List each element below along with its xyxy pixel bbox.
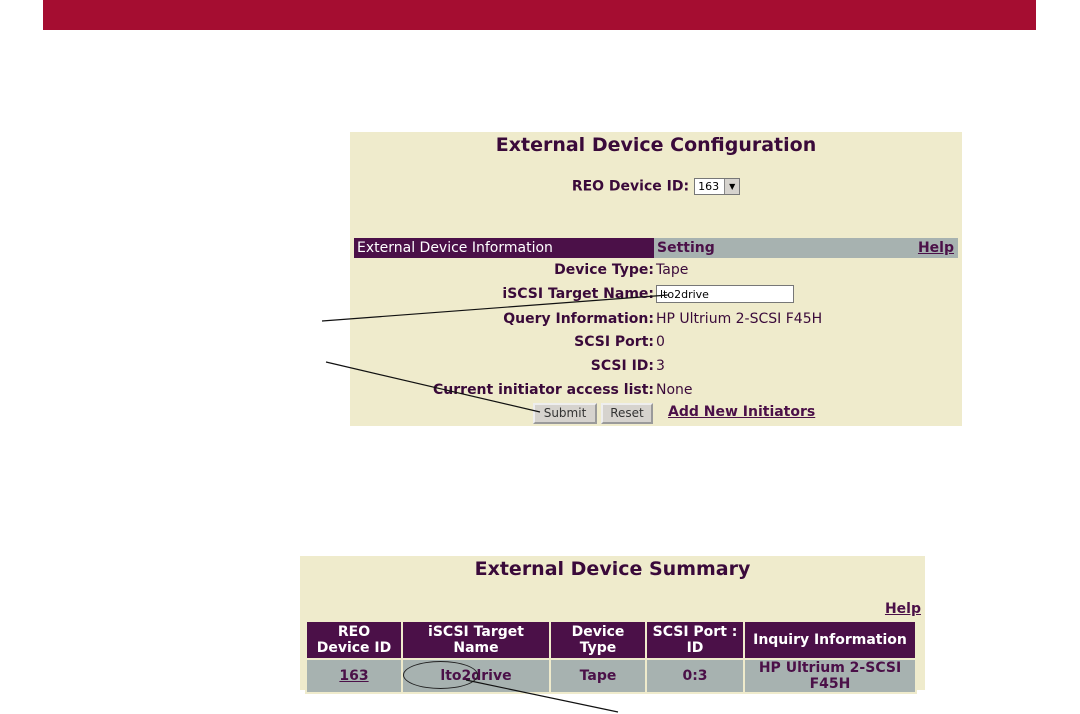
reo-device-id-link[interactable]: 163	[307, 660, 401, 692]
query-label: Query Information:	[503, 311, 654, 327]
chevron-down-icon[interactable]: ▼	[724, 179, 740, 194]
device-id-row: REO Device ID: 163 ▼	[350, 176, 962, 196]
config-title: External Device Configuration	[495, 134, 817, 156]
scsi-id-row: SCSI ID: 3	[350, 355, 962, 377]
scsi-port-value: 0	[656, 334, 665, 350]
device-type-cell: Tape	[551, 660, 645, 692]
add-new-initiators-link[interactable]: Add New Initiators	[668, 404, 816, 420]
setting-header-label: Setting	[657, 240, 715, 256]
external-device-summary-panel: External Device Summary Help REO Device …	[300, 556, 925, 694]
device-id-select[interactable]: 163 ▼	[694, 178, 741, 195]
col-reo-device-id: REO Device ID	[307, 622, 401, 658]
device-id-value: 163	[698, 180, 720, 193]
inquiry-info-cell: HP Ultrium 2-SCSI F45H	[745, 660, 915, 692]
device-type-label: Device Type:	[554, 262, 654, 278]
info-header: External Device Information	[354, 238, 654, 258]
table-row: 163 lto2drive Tape 0:3 HP Ultrium 2-SCSI…	[307, 660, 915, 692]
target-name-input[interactable]	[656, 285, 794, 303]
setting-header: Setting Help	[654, 238, 958, 258]
target-name-row: iSCSI Target Name:	[350, 283, 962, 305]
access-list-value: None	[656, 382, 693, 398]
external-device-configuration-panel: External Device Configuration REO Device…	[350, 132, 962, 426]
col-device-type: Device Type	[551, 622, 645, 658]
config-help-link[interactable]: Help	[917, 240, 954, 256]
col-target-name: iSCSI Target Name	[403, 622, 549, 658]
col-inquiry-information: Inquiry Information	[745, 622, 915, 658]
col-scsi-port-id: SCSI Port : ID	[647, 622, 743, 658]
reset-button[interactable]: Reset	[601, 403, 653, 424]
top-banner	[43, 0, 1036, 30]
submit-button[interactable]: Submit	[533, 403, 597, 424]
query-value: HP Ultrium 2-SCSI F45H	[656, 311, 823, 327]
summary-help-link[interactable]: Help	[884, 601, 921, 617]
summary-header-row: REO Device ID iSCSI Target Name Device T…	[307, 622, 915, 658]
action-row: Submit Reset Add New Initiators	[350, 402, 962, 426]
target-name-label: iSCSI Target Name:	[502, 286, 654, 302]
scsi-id-value: 3	[656, 358, 665, 374]
access-list-row: Current initiator access list: None	[350, 379, 962, 401]
device-type-row: Device Type: Tape	[350, 259, 962, 281]
scsi-port-row: SCSI Port: 0	[350, 331, 962, 353]
query-row: Query Information: HP Ultrium 2-SCSI F45…	[350, 308, 962, 330]
info-header-bar: External Device Information Setting Help	[354, 238, 958, 258]
scsi-port-id-cell: 0:3	[647, 660, 743, 692]
device-type-value: Tape	[656, 262, 689, 278]
scsi-id-label: SCSI ID:	[590, 358, 654, 374]
device-id-label: REO Device ID:	[571, 178, 690, 195]
access-list-label: Current initiator access list:	[433, 382, 654, 398]
scsi-port-label: SCSI Port:	[574, 334, 654, 350]
highlight-ellipse	[403, 661, 478, 689]
summary-table: REO Device ID iSCSI Target Name Device T…	[305, 620, 917, 694]
summary-title: External Device Summary	[474, 558, 751, 580]
